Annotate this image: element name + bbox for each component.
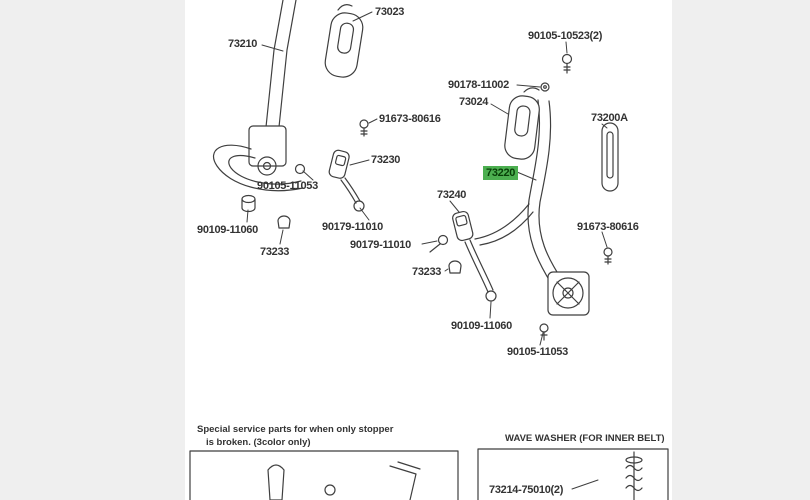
part-label-73214-75010[interactable]: 73214-75010(2) bbox=[489, 484, 564, 496]
part-label-90179-11010-a[interactable]: 90179-11010 bbox=[322, 221, 383, 233]
part-label-73233-b[interactable]: 73233 bbox=[412, 266, 442, 278]
right-gutter bbox=[672, 0, 810, 500]
part-label-73230[interactable]: 73230 bbox=[371, 154, 401, 166]
part-label-91673-80616-b[interactable]: 91673-80616 bbox=[577, 221, 639, 233]
part-label-73023[interactable]: 73023 bbox=[375, 6, 405, 18]
part-label-90109-11060-b[interactable]: 90109-11060 bbox=[451, 320, 512, 332]
special-service-note-line1: Special service parts for when only stop… bbox=[197, 424, 394, 435]
wave-washer-title: WAVE WASHER (FOR INNER BELT) bbox=[505, 433, 665, 444]
part-label-73240[interactable]: 73240 bbox=[437, 189, 467, 201]
part-label-90105-11053-a[interactable]: 90105-11053 bbox=[257, 180, 318, 192]
part-label-73220-highlighted[interactable]: 73220 bbox=[483, 166, 519, 180]
leader-lines bbox=[246, 11, 608, 346]
part-label-90178-11002[interactable]: 90178-11002 bbox=[448, 79, 509, 91]
part-label-90109-11060-a[interactable]: 90109-11060 bbox=[197, 224, 258, 236]
right-belt-assembly bbox=[429, 53, 619, 341]
part-label-73233-a[interactable]: 73233 bbox=[260, 246, 290, 258]
special-service-box bbox=[189, 450, 459, 500]
left-belt-assembly bbox=[212, 0, 369, 229]
part-label-90105-11053-b[interactable]: 90105-11053 bbox=[507, 346, 568, 358]
wave-washer-box bbox=[477, 448, 669, 500]
left-gutter bbox=[0, 0, 185, 500]
part-label-73024[interactable]: 73024 bbox=[459, 96, 489, 108]
special-service-note-line2: is broken. (3color only) bbox=[206, 437, 311, 448]
part-label-91673-80616-a[interactable]: 91673-80616 bbox=[379, 113, 441, 125]
part-label-73200A[interactable]: 73200A bbox=[591, 112, 628, 124]
part-label-90179-11010-b[interactable]: 90179-11010 bbox=[350, 239, 411, 251]
part-label-90105-10523[interactable]: 90105-10523(2) bbox=[528, 30, 603, 42]
part-label-73210[interactable]: 73210 bbox=[228, 38, 258, 50]
